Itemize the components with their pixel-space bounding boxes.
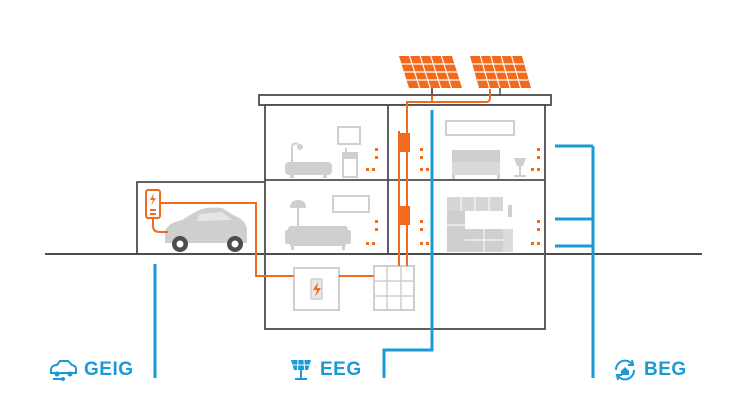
legend-eeg: EEG: [288, 356, 362, 384]
sink-cabinet: [342, 148, 358, 178]
eeg-line: [382, 110, 434, 378]
solar-panel-icon: [288, 357, 314, 383]
bed: [452, 150, 500, 179]
electric-car-icon: [48, 357, 78, 383]
mirror: [337, 126, 361, 145]
electric-wiring: [152, 89, 491, 277]
law-lines: [153, 110, 595, 378]
wall-sockets: [366, 148, 540, 245]
kitchen-cabinets: [447, 197, 513, 252]
floor-lamp-bedroom: [514, 158, 526, 177]
floor-lamp-living: [290, 200, 306, 232]
label-eeg: EEG: [320, 359, 362, 380]
roof-slab: [258, 94, 552, 106]
inverter-upper: [398, 133, 410, 152]
label-geig: GEIG: [84, 359, 134, 380]
electric-car: [165, 207, 247, 252]
bathtub: [285, 142, 332, 178]
garage-outline: [136, 181, 265, 254]
sofa: [285, 226, 351, 250]
meter-cabinet: [373, 265, 415, 311]
house-renovation-icon: [612, 357, 638, 383]
solar-panel-left: [399, 55, 462, 89]
solar-panel-right: [470, 55, 531, 89]
wallbox-charger: [145, 189, 161, 219]
battery-storage: [293, 267, 340, 311]
wall-picture-bedroom: [445, 120, 515, 136]
inverter-lower: [398, 206, 410, 225]
legend-geig: GEIG: [48, 356, 134, 384]
legend-beg: BEG: [612, 356, 687, 384]
wall-picture-living: [332, 195, 370, 213]
label-beg: BEG: [644, 359, 687, 380]
